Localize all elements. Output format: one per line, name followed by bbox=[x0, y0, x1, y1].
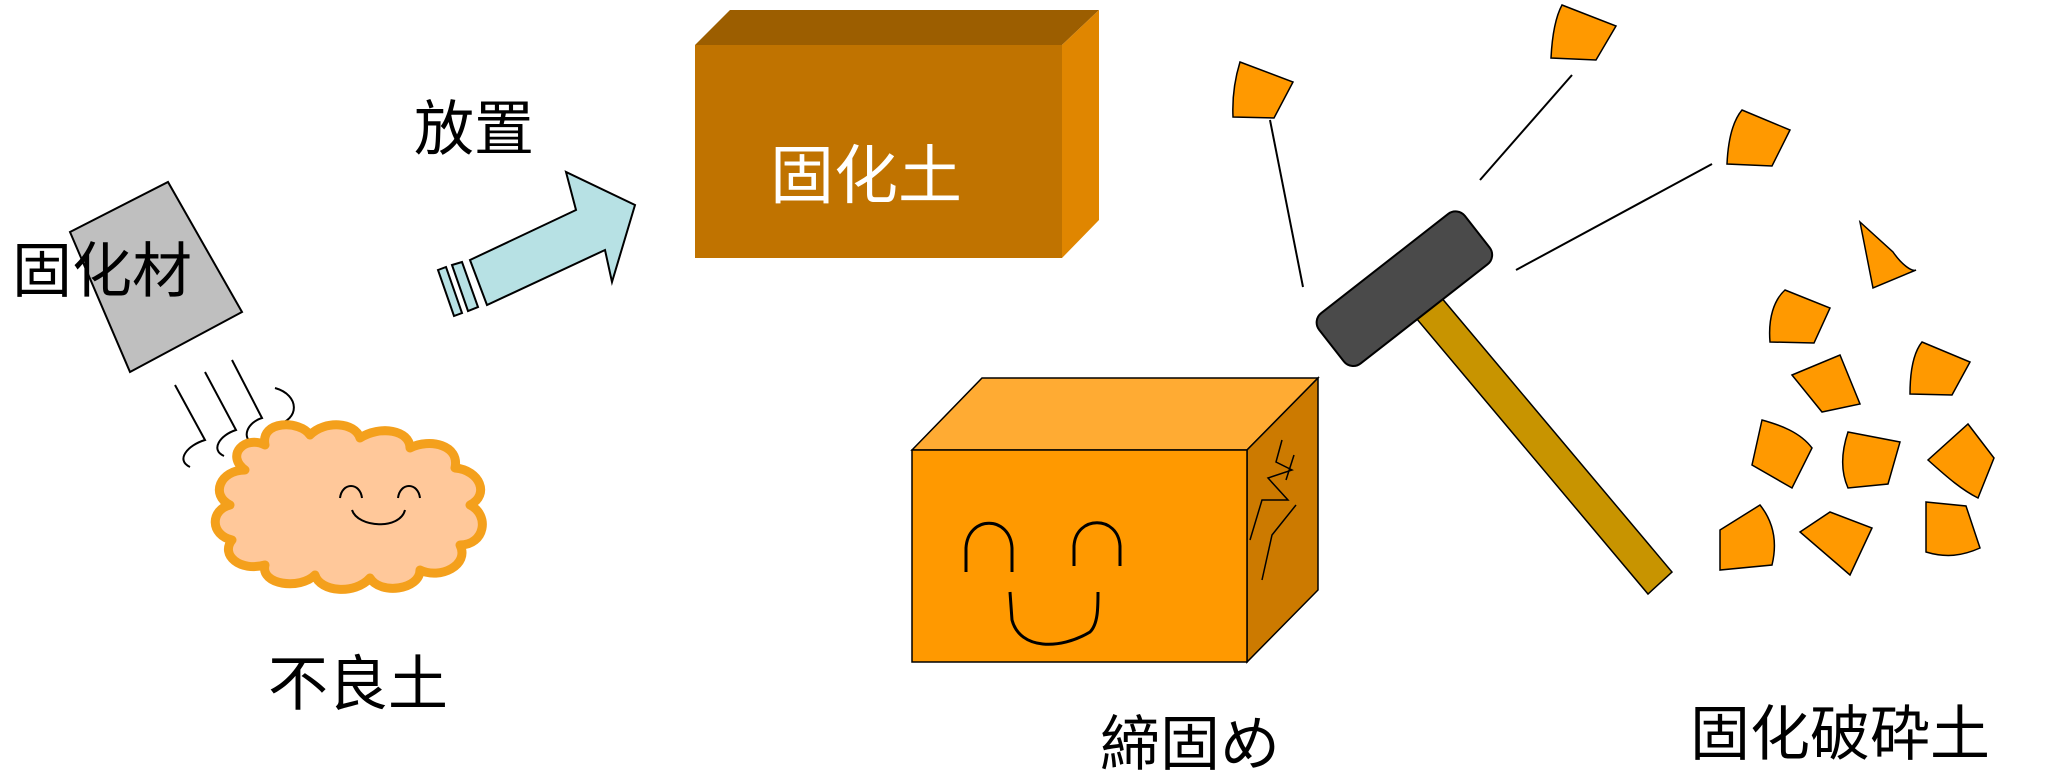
curing-label: 放置 bbox=[414, 95, 534, 165]
crushed-soil-label: 固化破砕土 bbox=[1690, 700, 1990, 770]
poor-soil-cloud-icon bbox=[210, 420, 487, 594]
crushed-fragments-icon bbox=[1719, 219, 1995, 577]
fragment-icon bbox=[1232, 4, 1792, 167]
solidified-soil-label: 固化土 bbox=[770, 140, 962, 214]
stabilizer-label: 固化材 bbox=[12, 237, 192, 307]
stabilizer-bag-icon bbox=[68, 180, 244, 374]
compaction-label: 締固め bbox=[1100, 710, 1280, 776]
hammer-icon bbox=[1315, 210, 1674, 596]
compacted-block-icon bbox=[910, 376, 1320, 664]
impact-lines bbox=[1269, 74, 1713, 288]
solidified-soil-block-icon bbox=[695, 10, 1099, 258]
poor-soil-label: 不良土 bbox=[268, 650, 448, 720]
arrow-right-icon bbox=[436, 170, 637, 318]
